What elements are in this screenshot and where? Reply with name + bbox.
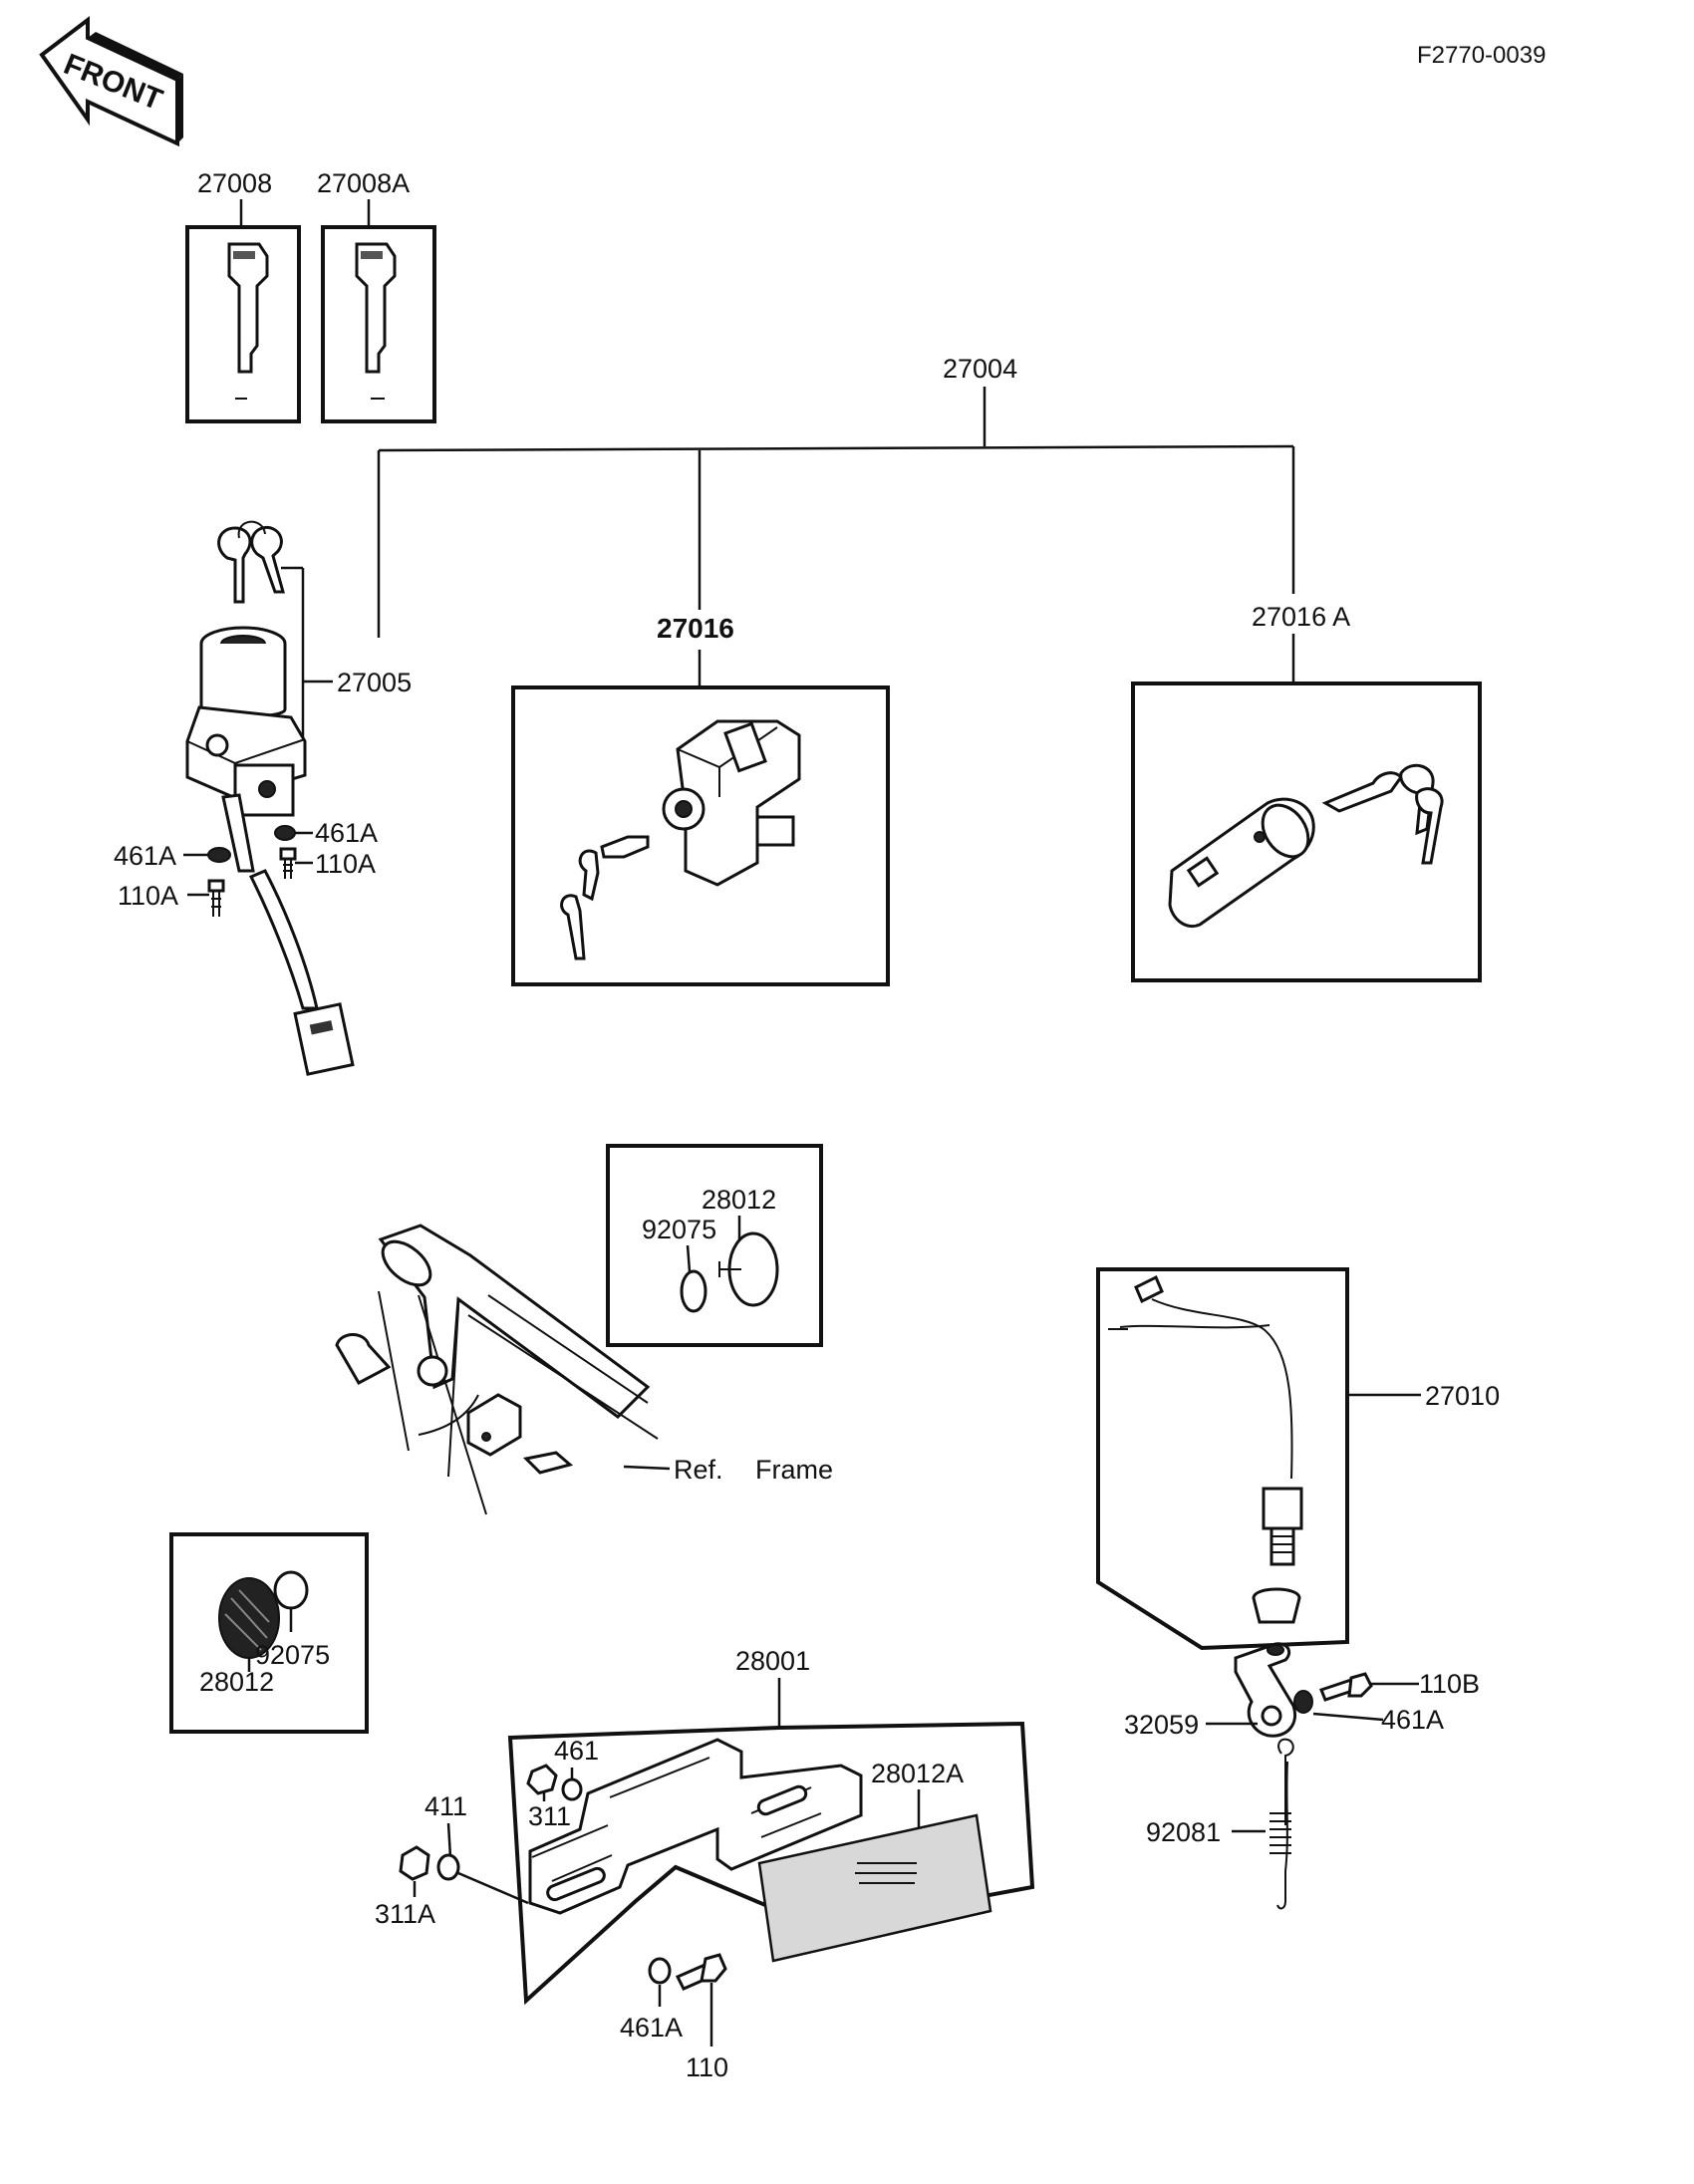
key-blank-27008A [321,225,436,423]
trim-plate-left [169,1532,369,1734]
washer-461A-right [274,825,313,841]
callout-92081: 92081 [1146,1817,1221,1847]
bolt-110B [1319,1672,1419,1702]
washer-461A-bracket [1293,1690,1384,1722]
nut-311A [399,1845,430,1881]
callout-461A-bottom: 461A [620,2013,683,2043]
lock-set-27016 [511,685,890,986]
callout-461-top: 461 [554,1736,599,1766]
leader-92075-inset [686,1244,692,1272]
lock-set-27016A [1131,682,1482,982]
washer-461-top [561,1777,583,1801]
callout-461A-right: 461A [315,818,378,848]
ref-frame-word: Frame [755,1455,833,1485]
callout-110B: 110B [1419,1669,1480,1699]
callout-28001: 28001 [735,1646,810,1676]
bolt-110A-left [187,879,225,917]
bolt-110A-right [279,847,313,879]
callout-27004: 27004 [943,354,1017,384]
leader-ref-frame [623,1465,671,1471]
callout-311-top: 311 [528,1801,571,1831]
callout-28012A: 28012A [871,1759,964,1788]
callout-411: 411 [424,1791,467,1821]
front-arrow-icon: FRONT [39,15,183,147]
key-blank-27008 [185,225,301,423]
nut-311-top [526,1764,558,1795]
callout-28012-inset: 28012 [702,1185,776,1215]
callout-110A-right: 110A [315,849,376,879]
callout-27008: 27008 [197,168,272,198]
set-bracket-lines [377,387,1295,687]
callout-28012-left: 28012 [199,1667,274,1697]
callout-27016A: 27016 A [1252,602,1350,632]
callout-92075-left: 92075 [255,1640,330,1670]
ignition-switch-drawing [185,520,355,1076]
callout-27005: 27005 [337,668,412,697]
bracket-32059 [1234,1642,1296,1738]
trim-plate-inset [606,1144,823,1347]
license-bracket-28001 [507,1721,1035,2006]
callout-27010: 27010 [1425,1381,1500,1411]
callout-92075-inset: 92075 [642,1215,716,1244]
leader-411 [446,1822,452,1858]
callout-311A: 311A [375,1899,435,1929]
washer-461A-bottom [648,1957,672,1985]
washer-411 [436,1853,529,1905]
callout-32059: 32059 [1124,1710,1199,1740]
callout-461A-left: 461A [114,841,176,871]
ref-frame-prefix: Ref. [674,1455,723,1485]
washer-461A-left [183,847,231,863]
callout-461A-bracket: 461A [1381,1705,1444,1735]
diagram-code: F2770-0039 [1417,42,1546,69]
switch-27010 [1096,1267,1349,1651]
callout-27008A: 27008A [317,168,410,198]
callout-110A-left: 110A [118,881,178,911]
callout-110-bottom: 110 [686,2052,728,2082]
callout-27016: 27016 [657,613,734,644]
bolt-110-bottom [675,1953,727,1991]
frame-reference-drawing [335,1224,659,1515]
spring-92081 [1270,1738,1294,1910]
